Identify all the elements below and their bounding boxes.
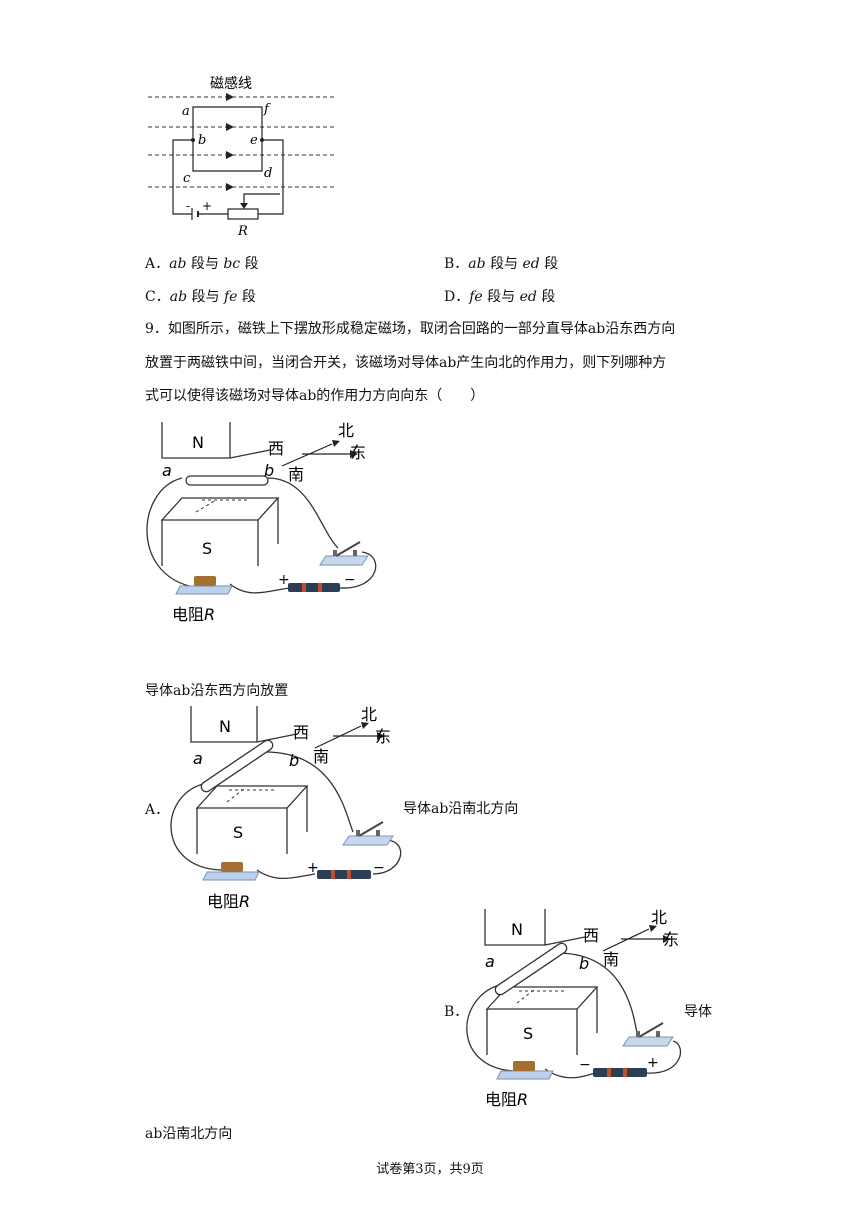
magnetic-field-circuit-diagram: 磁感线 a f b e c d - + R [148, 75, 336, 239]
q8-option-d: D．fe 段与 ed 段 [444, 289, 556, 305]
main-north: 北 [338, 421, 354, 440]
optB-minus: − [579, 1057, 591, 1073]
main-minus: − [344, 572, 356, 588]
q8-option-c: C．ab 段与 fe 段 [145, 289, 256, 305]
optA-south: 南 [313, 747, 329, 766]
optA-plus: + [307, 860, 319, 876]
magnet-circuit-figure-option-a: N S a b 西 北 南 东 + − 电阻R [170, 705, 402, 911]
q9-option-b-caption-part2: ab沿南北方向 [145, 1126, 233, 1142]
fig1-label-c: c [183, 171, 191, 186]
fig1-label-b: b [198, 133, 206, 148]
optA-a: a [193, 749, 203, 768]
main-S: S [202, 539, 212, 558]
optB-resistor-label: 电阻R [485, 1090, 528, 1109]
q9-stem-line1: 9．如图所示，磁铁上下摆放形成稳定磁场，取闭合回路的一部分直导体ab沿东西方向 [145, 321, 676, 337]
optA-east: 东 [375, 727, 391, 746]
optA-west: 西 [293, 723, 309, 742]
magnet-circuit-figure-main: N S a b 西 北 南 东 + − 电阻R [146, 421, 377, 624]
optA-north: 北 [361, 705, 377, 724]
optB-a: a [485, 952, 495, 971]
main-figure-caption: 导体ab沿东西方向放置 [145, 683, 289, 699]
fig1-label-R: R [237, 224, 248, 239]
fig1-label-f: f [263, 102, 271, 117]
main-N: N [192, 433, 204, 452]
main-resistor-label: 电阻R [172, 605, 215, 624]
main-b: b [264, 461, 274, 480]
optA-minus: − [373, 860, 385, 876]
optB-east: 东 [663, 930, 679, 949]
optB-plus: + [647, 1055, 659, 1071]
fig1-label-minus: - [186, 199, 190, 213]
magnet-circuit-figure-option-b: N S a b 西 北 南 东 − + 电阻R [466, 908, 682, 1109]
optB-S: S [523, 1024, 533, 1043]
optA-b: b [289, 751, 299, 770]
optB-west: 西 [583, 926, 599, 945]
optB-north: 北 [651, 908, 667, 927]
fig1-label-d: d [264, 166, 272, 181]
optB-b: b [579, 954, 589, 973]
main-west: 西 [268, 439, 284, 458]
main-plus: + [278, 572, 290, 588]
q9-stem-line2: 放置于两磁铁中间，当闭合开关，该磁场对导体ab产生向北的作用力，则下列哪种方 [145, 355, 667, 371]
q9-option-b-caption-part1: 导体 [684, 1004, 712, 1020]
optA-N: N [219, 717, 231, 736]
main-a: a [162, 461, 172, 480]
fig1-label-plus: + [202, 199, 212, 213]
q8-option-b: B．ab 段与 ed 段 [444, 256, 559, 272]
fig1-title: 磁感线 [210, 75, 252, 92]
fig1-label-a: a [182, 104, 190, 119]
page-footer: 试卷第3页，共9页 [376, 1162, 484, 1177]
optA-resistor-label: 电阻R [207, 892, 250, 911]
q9-option-a-caption: 导体ab沿南北方向 [403, 801, 519, 817]
main-south: 南 [288, 465, 304, 484]
fig1-label-e: e [250, 133, 258, 148]
optA-S: S [233, 823, 243, 842]
q9-stem-line3: 式可以使得该磁场对导体ab的作用力方向向东（ ） [145, 388, 485, 404]
q8-option-a: A．ab 段与 bc 段 [145, 256, 259, 272]
q9-option-a-letter: A． [145, 802, 170, 818]
q9-option-b-letter: B． [444, 1004, 469, 1020]
optB-south: 南 [603, 950, 619, 969]
optB-N: N [511, 920, 523, 939]
main-east: 东 [350, 443, 366, 462]
